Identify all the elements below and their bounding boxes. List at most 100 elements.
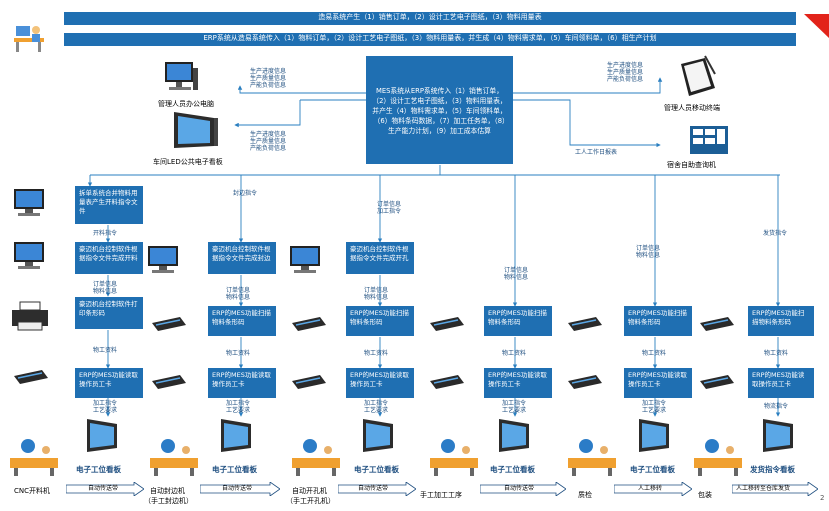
corner-decoration <box>800 8 829 38</box>
printer-icon <box>10 300 50 332</box>
col4-note4b: 工艺要求 <box>502 407 527 414</box>
kiosk-note: 工人工作日报表 <box>575 149 618 156</box>
cnc-machine-icon <box>6 432 62 478</box>
col4-top-note-a: 订单信息 <box>504 267 529 274</box>
board1-label: 电子工位看板 <box>76 465 121 474</box>
col1-box4: ERP的MES功能读取操作员工卡 <box>75 368 143 398</box>
col3-box2: 豪迈机台控制软件根据指令文件完成开孔 <box>346 242 414 274</box>
board4-label: 电子工位看板 <box>490 465 535 474</box>
col6-box3: ERP的MES功能扫描物料条形码 <box>748 306 814 336</box>
col2-top-note: 封边指令 <box>233 190 258 197</box>
conveyor-label-5: 人工移转 <box>638 485 663 492</box>
board3-icon <box>360 416 400 456</box>
kiosk-label: 宿舍自助查询机 <box>667 161 716 169</box>
edge-banding-machine-icon <box>146 432 202 478</box>
col3-note3: 物工资料 <box>364 350 389 357</box>
col4-card-reader-icon <box>428 371 466 393</box>
mobile-note-3: 产能负荷信息 <box>607 76 644 83</box>
station6-label: 包装 <box>698 491 712 499</box>
led-board-label: 车间LED公共电子看板 <box>153 158 223 166</box>
led-board-icon <box>170 108 226 152</box>
board5-label: 电子工位看板 <box>630 465 675 474</box>
page-number: 2 <box>820 494 825 502</box>
col2-scanner-icon <box>150 313 188 335</box>
col2-note4a: 加工指令 <box>226 400 251 407</box>
quality-check-icon <box>564 432 620 478</box>
col2-card-reader-icon <box>150 371 188 393</box>
col5-box3: ERP的MES功能扫描物料条形码 <box>624 306 692 336</box>
col2-note3: 物工资料 <box>226 350 251 357</box>
col1-card-reader-icon <box>12 366 50 388</box>
col6-card-reader-icon <box>698 371 736 393</box>
desktop-computer-icon <box>163 60 199 98</box>
col6-note3: 物工资料 <box>764 350 789 357</box>
board4-icon <box>496 416 536 456</box>
drilling-machine-icon <box>288 432 344 478</box>
conveyor-label-6: 人工移转至仓库发货 <box>736 485 791 492</box>
col4-box4: ERP的MES功能读取操作员工卡 <box>484 368 552 398</box>
conveyor-arrow-3 <box>338 482 416 496</box>
mobile-note-2: 生产质量信息 <box>607 69 644 76</box>
office-note-2: 生产质量信息 <box>250 75 287 82</box>
mes-central-text: MES系统从ERP系统传入（1）销售订单，（2）设计工艺电子图纸，（3）物料用量… <box>372 87 507 135</box>
station5-label: 质检 <box>578 491 592 499</box>
col1-note3: 物工资料 <box>93 347 118 354</box>
col3-card-reader-icon <box>290 371 328 393</box>
conveyor-arrow-5 <box>614 482 692 496</box>
col3-box3: ERP的MES功能扫描物料条形码 <box>346 306 414 336</box>
conveyor-label-3: 自动传送带 <box>358 485 389 492</box>
col1-computer-icon <box>12 188 46 220</box>
station4-label: 手工加工工序 <box>420 491 462 499</box>
col5-box4: ERP的MES功能读取操作员工卡 <box>624 368 692 398</box>
col4-top-note-b: 物料信息 <box>504 274 529 281</box>
col2-note4b: 工艺要求 <box>226 407 251 414</box>
led-note-1: 生产进度信息 <box>250 131 287 138</box>
col4-box3: ERP的MES功能扫描物料条形码 <box>484 306 552 336</box>
col1-box2: 豪迈机台控制软件根据指令文件完成开料 <box>75 242 143 274</box>
col2-box3: ERP的MES功能扫描物料条形码 <box>208 306 276 336</box>
col1-note4a: 加工指令 <box>93 400 118 407</box>
conveyor-label-1: 自动传送带 <box>88 485 119 492</box>
kiosk-icon <box>688 124 730 158</box>
office-worker-icon <box>10 22 50 54</box>
col1-note2a: 订单信息 <box>93 281 118 288</box>
mobile-note-1: 生产进度信息 <box>607 62 644 69</box>
col1-box1: 拆单系统合并物料用量表产生开料指令文件 <box>75 186 143 224</box>
col3-scanner-icon <box>290 313 328 335</box>
board2-icon <box>218 416 258 456</box>
col3-note2a: 订单信息 <box>364 287 389 294</box>
station2-sublabel: （手工封边机） <box>144 497 193 505</box>
board3-label: 电子工位看板 <box>354 465 399 474</box>
col5-note3: 物工资料 <box>642 350 667 357</box>
col4-note3: 物工资料 <box>502 350 527 357</box>
station1-label: CNC开料机 <box>14 487 51 495</box>
col3-note4b: 工艺要求 <box>364 407 389 414</box>
col2-box4: ERP的MES功能读取操作员工卡 <box>208 368 276 398</box>
second-band: ERP系统从造易系统传入（1）物料订单，（2）设计工艺电子图纸，（3）物料用量表… <box>64 33 796 46</box>
station3-sublabel: （手工开孔机） <box>286 497 335 505</box>
conveyor-label-2: 自动传送带 <box>222 485 253 492</box>
station3-label: 自动开孔机 <box>292 487 327 495</box>
col4-scanner-icon <box>428 313 466 335</box>
conveyor-arrow-6 <box>732 482 818 496</box>
board5-icon <box>636 416 676 456</box>
office-computer-label: 管理人员办公电脑 <box>158 100 214 108</box>
col1-note1: 开料指令 <box>93 230 118 237</box>
col6-note4: 物流指令 <box>764 403 789 410</box>
led-note-2: 生产质量信息 <box>250 138 287 145</box>
mobile-terminal-label: 管理人员移动终端 <box>664 104 720 112</box>
col3-note2b: 物料信息 <box>364 294 389 301</box>
col6-scanner-icon <box>698 313 736 335</box>
col3-note4a: 加工指令 <box>364 400 389 407</box>
col5-card-reader-icon <box>566 371 604 393</box>
board2-label: 电子工位看板 <box>212 465 257 474</box>
conveyor-label-4: 自动传送带 <box>504 485 535 492</box>
col1-note4b: 工艺要求 <box>93 407 118 414</box>
col5-note4b: 工艺要求 <box>642 407 667 414</box>
col2-box2: 豪迈机台控制软件根据指令文件完成封边 <box>208 242 276 274</box>
col1-note2b: 物料信息 <box>93 288 118 295</box>
col5-scanner-icon <box>566 313 604 335</box>
col4-note4a: 加工指令 <box>502 400 527 407</box>
office-note-1: 生产进度信息 <box>250 68 287 75</box>
